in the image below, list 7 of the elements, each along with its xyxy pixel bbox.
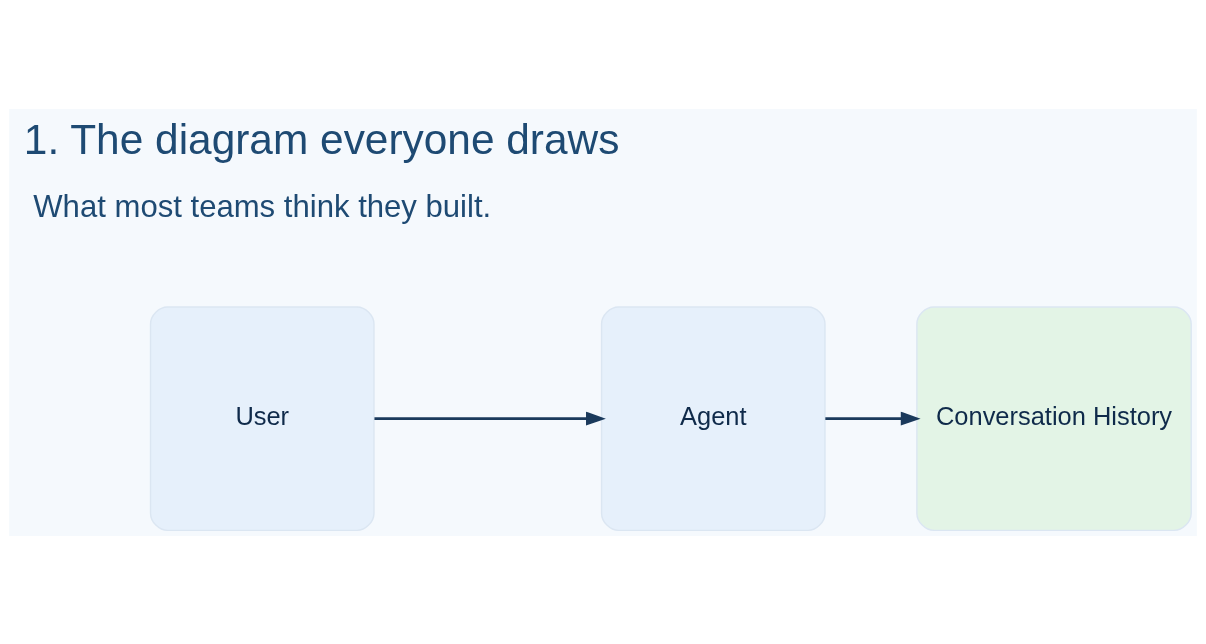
arrow (825, 411, 921, 426)
diagram-title: 1. The diagram everyone draws (23, 115, 620, 163)
node-box: Conversation History (916, 305, 1192, 531)
node-box: User (149, 305, 375, 531)
node-box: Agent (600, 305, 826, 531)
label: What most teams think they built. (33, 188, 492, 224)
arrow (374, 411, 606, 426)
